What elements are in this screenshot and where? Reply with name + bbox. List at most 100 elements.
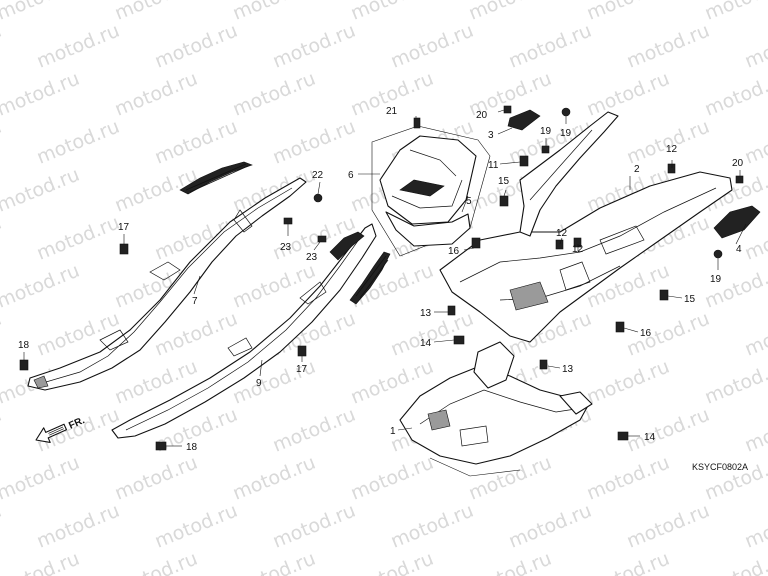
watermark-text: motod.ru <box>702 452 768 505</box>
watermark-text: motod.ru <box>742 116 768 169</box>
watermark-text: motod.ru <box>624 404 713 457</box>
callout-16-left: 16 <box>448 246 460 257</box>
callout-2: 2 <box>634 164 640 175</box>
callout-6: 6 <box>348 170 354 181</box>
callout-21: 21 <box>386 106 398 117</box>
watermark-text: motod.ru <box>702 260 768 313</box>
side-cover-7 <box>27 177 307 391</box>
watermark-text: motod.ru <box>34 404 123 457</box>
vent-grille-upper <box>179 161 253 195</box>
watermark-text: motod.ru <box>506 500 595 553</box>
watermark-text: motod.ru <box>270 116 359 169</box>
watermark-text: motod.ru <box>348 548 437 576</box>
callout-15-right: 15 <box>684 294 696 305</box>
callout-22: 22 <box>312 170 324 181</box>
watermark-text: motod.ru <box>0 68 83 121</box>
callout-5: 5 <box>466 196 472 207</box>
watermark-text: motod.ru <box>152 116 241 169</box>
callout-1: 1 <box>390 426 396 437</box>
callout-18-left: 18 <box>18 340 30 351</box>
watermark-text: motod.ru <box>34 500 123 553</box>
watermark-text: motod.ru <box>112 452 201 505</box>
watermark-text: motod.ru <box>270 20 359 73</box>
callout-13-left: 13 <box>420 308 432 319</box>
watermark-text: motod.ru <box>0 308 5 361</box>
callout-20-left: 20 <box>476 110 488 121</box>
watermark-text: motod.ru <box>584 356 673 409</box>
watermark-text: motod.ru <box>152 500 241 553</box>
watermark-text: motod.ru <box>230 548 319 576</box>
watermark-text: motod.ru <box>0 164 83 217</box>
bracket-4 <box>713 205 761 239</box>
floor-panel-2 <box>439 171 733 343</box>
callout-9: 9 <box>256 378 262 389</box>
leader-lines <box>23 109 747 447</box>
watermark-text: motod.ru <box>466 0 555 25</box>
watermark-text: motod.ru <box>348 452 437 505</box>
lid-cover-5 <box>371 125 491 257</box>
watermark-text: motod.ru <box>624 116 713 169</box>
callout-18-bottom: 18 <box>186 442 198 453</box>
callout-12-low: 12 <box>572 244 584 255</box>
watermark-text: motod.ru <box>388 20 477 73</box>
watermark-text: motod.ru <box>0 116 5 169</box>
watermark-text: motod.ru <box>34 20 123 73</box>
callout-15-left: 15 <box>498 176 510 187</box>
callout-16-right: 16 <box>640 328 652 339</box>
callout-23-right: 23 <box>306 252 318 263</box>
callout-13-right: 13 <box>562 364 574 375</box>
under-cover-1 <box>399 341 593 477</box>
callout-17-right: 17 <box>296 364 308 375</box>
watermark-text: motod.ru <box>506 20 595 73</box>
watermark-text: motod.ru <box>34 116 123 169</box>
callout-14-lower: 14 <box>644 432 656 443</box>
callout-labels: 1 2 3 4 5 6 7 9 11 12 12 12 13 13 14 14 … <box>18 106 744 453</box>
watermark-text: motod.ru <box>0 260 83 313</box>
watermark-text: motod.ru <box>112 0 201 25</box>
watermark-text: motod.ru <box>742 308 768 361</box>
watermark-text: motod.ru <box>112 68 201 121</box>
watermark-text: motod.ru <box>584 0 673 25</box>
watermark-text: motod.ru <box>742 20 768 73</box>
callout-14-upper: 14 <box>420 338 432 349</box>
vent-grille-lower <box>329 231 391 305</box>
watermark-text: motod.ru <box>270 404 359 457</box>
watermark-text: motod.ru <box>584 68 673 121</box>
watermark-text: motod.ru <box>388 308 477 361</box>
watermark-text: motod.ru <box>348 0 437 25</box>
watermark-text: motod.ru <box>230 164 319 217</box>
watermark-text: motod.ru <box>152 20 241 73</box>
watermark-text: motod.ru <box>702 0 768 25</box>
callout-12-mid: 12 <box>556 228 568 239</box>
watermark-text: motod.ru <box>624 20 713 73</box>
watermark-text: motod.ru <box>702 68 768 121</box>
callout-23-left: 23 <box>280 242 292 253</box>
watermark-text: motod.ru <box>388 500 477 553</box>
callout-4: 4 <box>736 244 742 255</box>
watermark-text: motod.ru <box>624 308 713 361</box>
watermark-text: motod.ru <box>0 404 5 457</box>
callout-3: 3 <box>488 130 494 141</box>
watermark-text: motod.ru <box>742 500 768 553</box>
watermark-text: motod.ru <box>112 548 201 576</box>
frame-member-3 <box>507 109 619 237</box>
watermark-text: motod.ru <box>34 212 123 265</box>
watermark-text: motod.ru <box>270 500 359 553</box>
watermark-text: motod.ru <box>230 452 319 505</box>
callout-20-right: 20 <box>732 158 744 169</box>
fasteners <box>19 105 744 451</box>
watermark-text: motod.ru <box>230 68 319 121</box>
watermark-text: motod.ru <box>0 212 5 265</box>
watermark-text: motod.ru <box>0 500 5 553</box>
watermark-text: motod.ru <box>0 0 83 25</box>
callout-17-left: 17 <box>118 222 130 233</box>
watermark-text: motod.ru <box>584 548 673 576</box>
watermark-text: motod.ru <box>624 500 713 553</box>
callout-19-b: 19 <box>560 128 572 139</box>
watermark-text: motod.ru <box>0 20 5 73</box>
watermark-text: motod.ru <box>466 548 555 576</box>
watermark-text: motod.ru <box>702 548 768 576</box>
callout-7: 7 <box>192 296 198 307</box>
